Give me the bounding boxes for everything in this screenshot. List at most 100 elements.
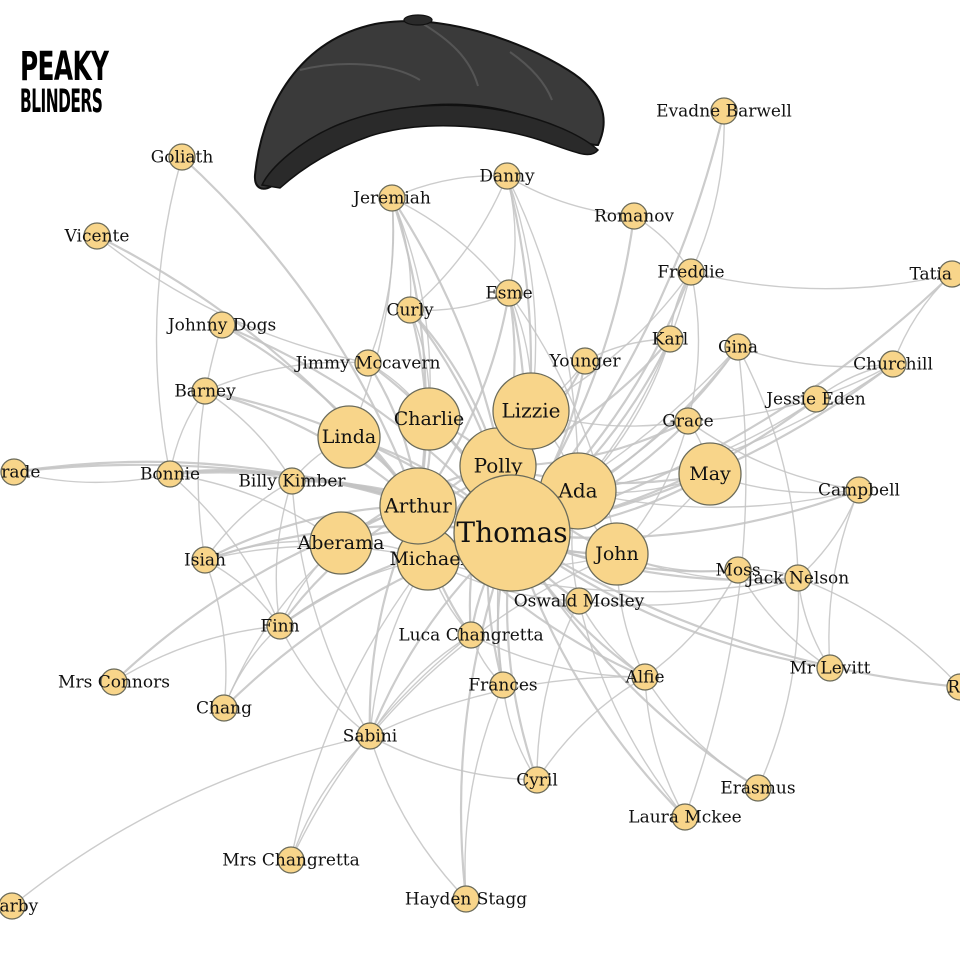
node-jimmy-mccavern: Jimmy Mccavern (294, 349, 440, 377)
edge-jack-nelson-mr-levitt (797, 577, 831, 669)
node-circle (266, 612, 294, 640)
node-label: Mrs Connors (58, 672, 170, 692)
node-charlie: Charlie (394, 387, 464, 451)
edge-sabini-cyril (369, 735, 538, 781)
node-esme: Esme (485, 279, 533, 307)
node-oswald-mosley: Oswald Mosley (514, 587, 645, 615)
node-label: Grace (662, 411, 713, 431)
node-circle (495, 279, 523, 307)
node-hayden-stagg: Hayden Stagg (405, 885, 527, 913)
edge-arthur-goliath (181, 156, 420, 507)
node-mr-levitt: Mr Levitt (790, 654, 871, 682)
node-label: Sabini (343, 726, 398, 746)
node-circle (656, 325, 684, 353)
node-circle (571, 347, 599, 375)
node-circle (191, 377, 219, 405)
edge-laura-mckee-gina (684, 346, 747, 818)
node-label: John (593, 543, 639, 565)
node-label: Johnny Dogs (166, 315, 276, 335)
node-label: Mrs Changretta (222, 850, 360, 870)
node-label: Danny (479, 166, 535, 186)
node-circle (83, 222, 111, 250)
node-tatiana: Tatia (909, 260, 960, 288)
node-circle (396, 296, 424, 324)
node-label: Jessie Eden (764, 389, 866, 409)
node-churchill: Churchill (853, 350, 933, 378)
edge-erasmus-jack-nelson (757, 577, 800, 789)
edge-sabini-darby (11, 735, 371, 907)
node-label: Isiah (184, 550, 226, 570)
node-label: Oswald Mosley (514, 591, 645, 611)
node-circle (379, 467, 457, 545)
edge-john-esme (508, 292, 618, 555)
edge-arthur-vicente (96, 235, 419, 507)
edge-frances-hayden-stagg (464, 684, 504, 900)
node-sabini: Sabini (343, 722, 398, 750)
node-evadne-barwell: Evadne Barwell (656, 97, 792, 125)
edge-ada-danny (506, 175, 579, 492)
node-circle (208, 311, 236, 339)
node-label: Billy Kimber (238, 471, 346, 491)
node-label: Michael (389, 548, 466, 570)
edge-billy-kimber-barney (204, 390, 293, 482)
node-circle (356, 722, 384, 750)
edge-jimmy-mccavern-barney (204, 361, 369, 392)
edge-finn-sabini (279, 625, 371, 737)
node-label: Chang (196, 698, 252, 718)
node-label: Gina (718, 337, 758, 357)
node-circle (674, 407, 702, 435)
edge-curly-jeremiah (391, 197, 412, 311)
node-label: Tatia (909, 264, 952, 284)
edge-alfie-laura-mckee (644, 676, 686, 818)
edge-danny-romanov (506, 175, 635, 217)
node-may: May (678, 442, 742, 506)
node-circle (631, 663, 659, 691)
node-label: Arthur (383, 493, 452, 517)
node-moss: Moss (715, 556, 761, 584)
node-alfie: Alfie (624, 663, 665, 691)
node-label: Jeremiah (351, 188, 431, 208)
node-label: Erasmus (720, 778, 795, 798)
node-john: John (585, 522, 649, 586)
edge-michael-mrs-changretta (290, 558, 429, 861)
node-r: R (946, 673, 960, 701)
node-vicente: Vicente (64, 222, 129, 250)
node-karl: Karl (652, 325, 688, 353)
edge-sabini-hayden-stagg (369, 735, 467, 900)
edge-alfie-cyril (536, 676, 646, 781)
node-circle (879, 350, 907, 378)
node-circle (277, 846, 305, 874)
edge-moss-mr-levitt (737, 569, 831, 669)
node-circle (278, 467, 306, 495)
edge-esme-danny (506, 175, 516, 294)
edge-esme-jeremiah (391, 197, 510, 294)
node-label: Linda (322, 426, 376, 448)
peaky-blinders-logo: PEAKY BLINDERS (20, 44, 120, 132)
node-circle (489, 671, 517, 699)
node-label: Frances (468, 675, 537, 695)
node-circle (784, 564, 812, 592)
node-luca-changretta: Luca Changretta (398, 621, 544, 649)
node-circle (168, 143, 196, 171)
node-grace: Grace (662, 407, 714, 435)
node-label: Romanov (594, 206, 674, 226)
edge-curly-danny (409, 175, 508, 311)
node-romanov: Romanov (594, 202, 674, 230)
node-linda: Linda (317, 405, 381, 469)
edge-alfie-erasmus (644, 676, 759, 789)
node-circle (816, 654, 844, 682)
edge-grace-campbell (687, 420, 860, 491)
logo-line-1: PEAKY (20, 44, 109, 90)
node-frances: Frances (468, 671, 538, 699)
node-label: Bonnie (140, 464, 200, 484)
edge-billy-kimber-sabini (291, 480, 371, 737)
node-label: Ada (557, 478, 597, 502)
node-circle (493, 162, 521, 190)
node-gina: Gina (718, 333, 758, 361)
logo-line-2: BLINDERS (20, 82, 103, 120)
node-mrs-connors: Mrs Connors (58, 668, 170, 696)
node-circle (620, 202, 648, 230)
node-circle (452, 885, 480, 913)
node-label: Barney (174, 381, 236, 401)
